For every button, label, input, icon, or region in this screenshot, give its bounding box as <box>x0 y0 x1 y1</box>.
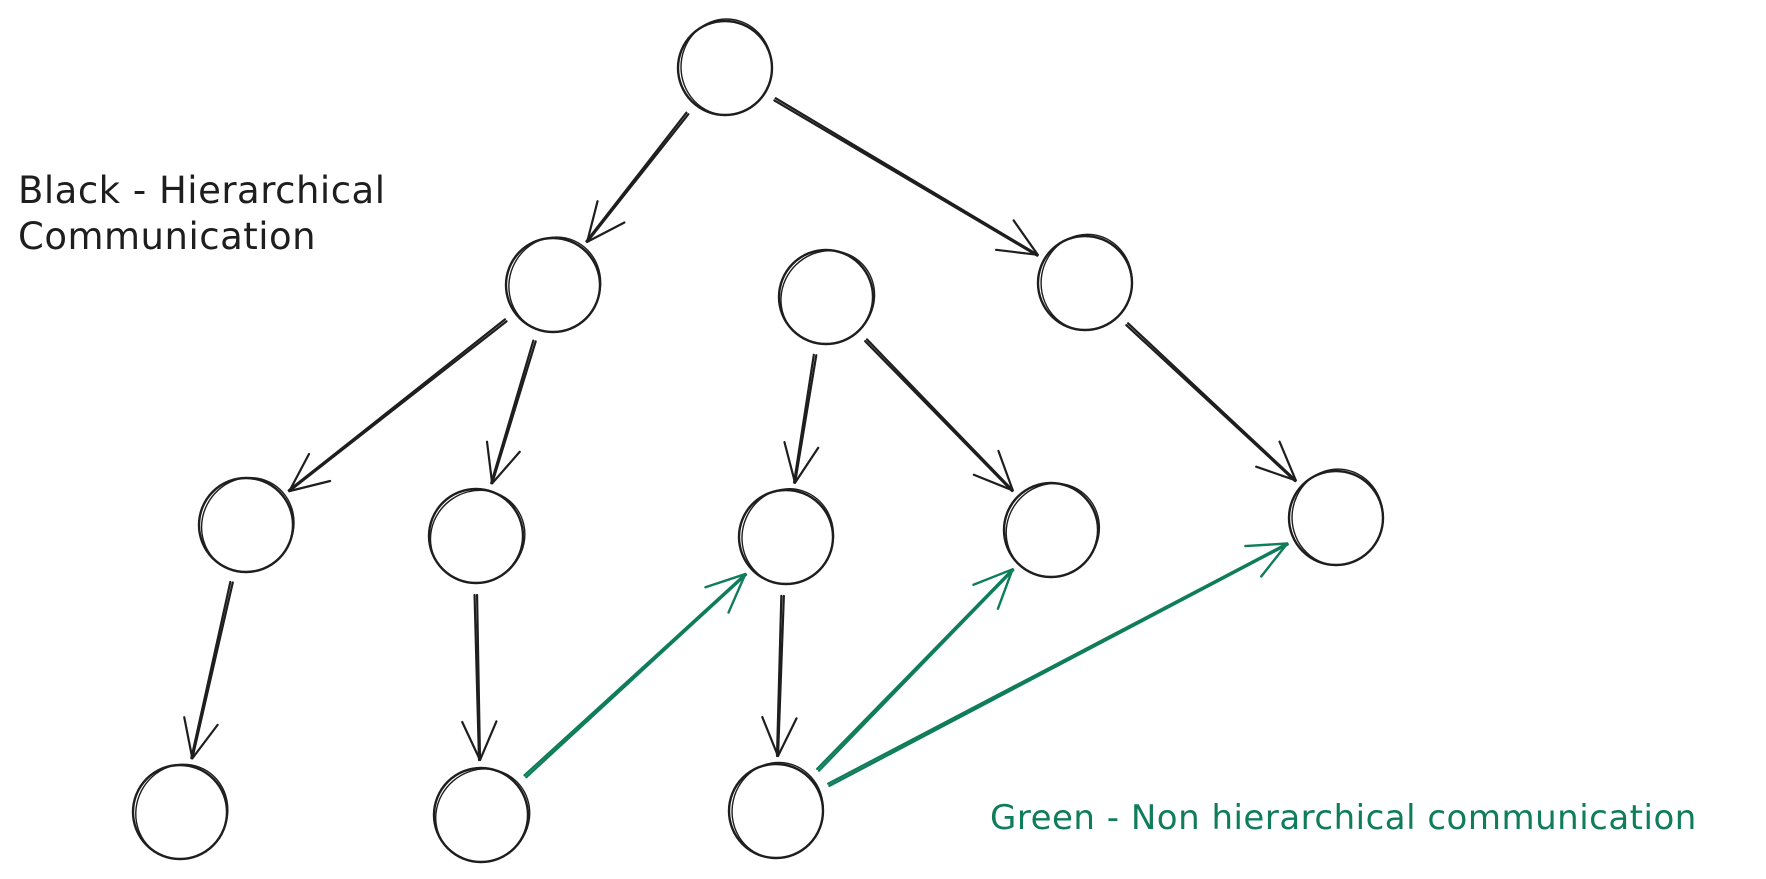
hierarchical-arrow-sketch-line <box>287 318 507 492</box>
hierarchical-arrow-head <box>461 720 498 762</box>
non-hierarchical-arrow-head <box>972 568 1014 610</box>
hierarchical-arrow-head <box>783 441 820 484</box>
node-sketch-stroke <box>508 236 602 333</box>
node-sketch-stroke <box>200 476 295 573</box>
non-hierarchical-arrow-sketch-line <box>828 543 1289 788</box>
non-hierarchical-arrow-sketch-line <box>525 573 748 779</box>
hierarchical-arrow-line <box>475 593 482 762</box>
hierarchical-arrow-sketch-line <box>775 594 783 758</box>
node-sketch-stroke <box>780 249 876 345</box>
hierarchical-arrow-sketch-line <box>585 111 688 243</box>
non-hierarchical-edges <box>523 542 1289 788</box>
hierarchical-arrow-sketch-line <box>490 339 535 485</box>
hierarchical-arrow <box>461 593 498 762</box>
node-circle <box>727 761 825 860</box>
non-hierarchical-arrow <box>827 542 1289 788</box>
legend-hierarchical: Black - Hierarchical Communication <box>18 168 386 261</box>
hierarchical-arrow-line <box>1126 322 1297 482</box>
node-sketch-stroke <box>135 763 229 860</box>
hierarchical-arrow <box>773 97 1039 257</box>
hierarchical-arrow-sketch-line <box>473 593 481 762</box>
node-sketch-stroke <box>741 488 835 585</box>
hierarchical-arrow <box>585 111 690 243</box>
node-outline <box>427 487 525 585</box>
hierarchical-arrow-line <box>586 113 690 243</box>
hierarchical-arrow <box>485 339 537 485</box>
node-circle <box>432 766 531 864</box>
non-hierarchical-arrow-line <box>523 572 747 777</box>
hierarchical-arrow-line <box>288 320 508 493</box>
hierarchical-arrow-head <box>586 200 626 243</box>
non-hierarchical-arrow <box>816 568 1015 772</box>
hierarchical-arrow <box>783 353 820 484</box>
node-sketch-stroke <box>429 489 526 584</box>
hierarchical-arrow-head <box>485 440 521 485</box>
legend-non-hierarchical: Green - Non hierarchical communication <box>990 798 1697 838</box>
legend-hierarchical-line2: Communication <box>18 215 317 259</box>
hierarchical-arrow-sketch-line <box>1125 324 1297 483</box>
hierarchical-arrow-head <box>994 219 1039 256</box>
node-circle <box>1002 481 1101 579</box>
node-circle <box>504 236 602 334</box>
hierarchical-arrow-line <box>865 338 1014 492</box>
hierarchical-edges <box>183 97 1297 762</box>
node-circle <box>777 248 876 346</box>
node-sketch-stroke <box>731 761 825 859</box>
hierarchical-arrow-sketch-line <box>864 340 1014 493</box>
hierarchical-arrow <box>183 580 234 760</box>
non-hierarchical-arrow-line <box>816 568 1014 771</box>
nodes <box>131 18 1385 864</box>
hierarchical-arrow-line <box>793 354 818 484</box>
hierarchical-arrow <box>761 594 798 758</box>
node-sketch-stroke <box>680 18 773 116</box>
hierarchical-arrow-line <box>491 340 537 485</box>
node-circle <box>197 476 295 574</box>
legend-hierarchical-line1: Black - Hierarchical <box>18 169 386 212</box>
hierarchical-arrow-head <box>288 452 332 493</box>
node-circle <box>131 763 229 861</box>
non-hierarchical-arrow <box>523 572 748 779</box>
non-hierarchical-arrow-sketch-line <box>817 568 1015 772</box>
hierarchical-arrow <box>864 338 1014 493</box>
hierarchical-arrow <box>1125 322 1297 483</box>
node-circle <box>427 487 526 585</box>
hierarchical-arrow <box>287 318 508 493</box>
node-sketch-stroke <box>1040 233 1133 331</box>
node-circle <box>1036 233 1134 332</box>
non-hierarchical-arrow-head <box>1244 542 1289 578</box>
non-hierarchical-arrow-head <box>704 572 747 614</box>
hierarchical-arrow-sketch-line <box>773 99 1039 257</box>
node-circle <box>1287 468 1385 567</box>
hierarchical-arrow-head <box>972 449 1014 492</box>
hierarchical-arrow-head <box>183 716 219 760</box>
node-sketch-stroke <box>1291 468 1384 566</box>
hierarchical-arrow-head <box>761 715 798 758</box>
hierarchical-arrow-head <box>1255 440 1297 482</box>
node-sketch-stroke <box>435 768 531 863</box>
non-hierarchical-arrow-line <box>827 542 1289 785</box>
hierarchical-arrow-line <box>191 581 234 760</box>
hierarchical-arrow-line <box>776 594 785 758</box>
hierarchical-arrow-sketch-line <box>792 353 815 484</box>
node-circle <box>737 488 835 586</box>
hierarchical-arrow-sketch-line <box>190 580 232 760</box>
node-circle <box>676 18 774 117</box>
node-sketch-stroke <box>1005 482 1101 578</box>
hierarchical-arrow-line <box>774 97 1039 256</box>
